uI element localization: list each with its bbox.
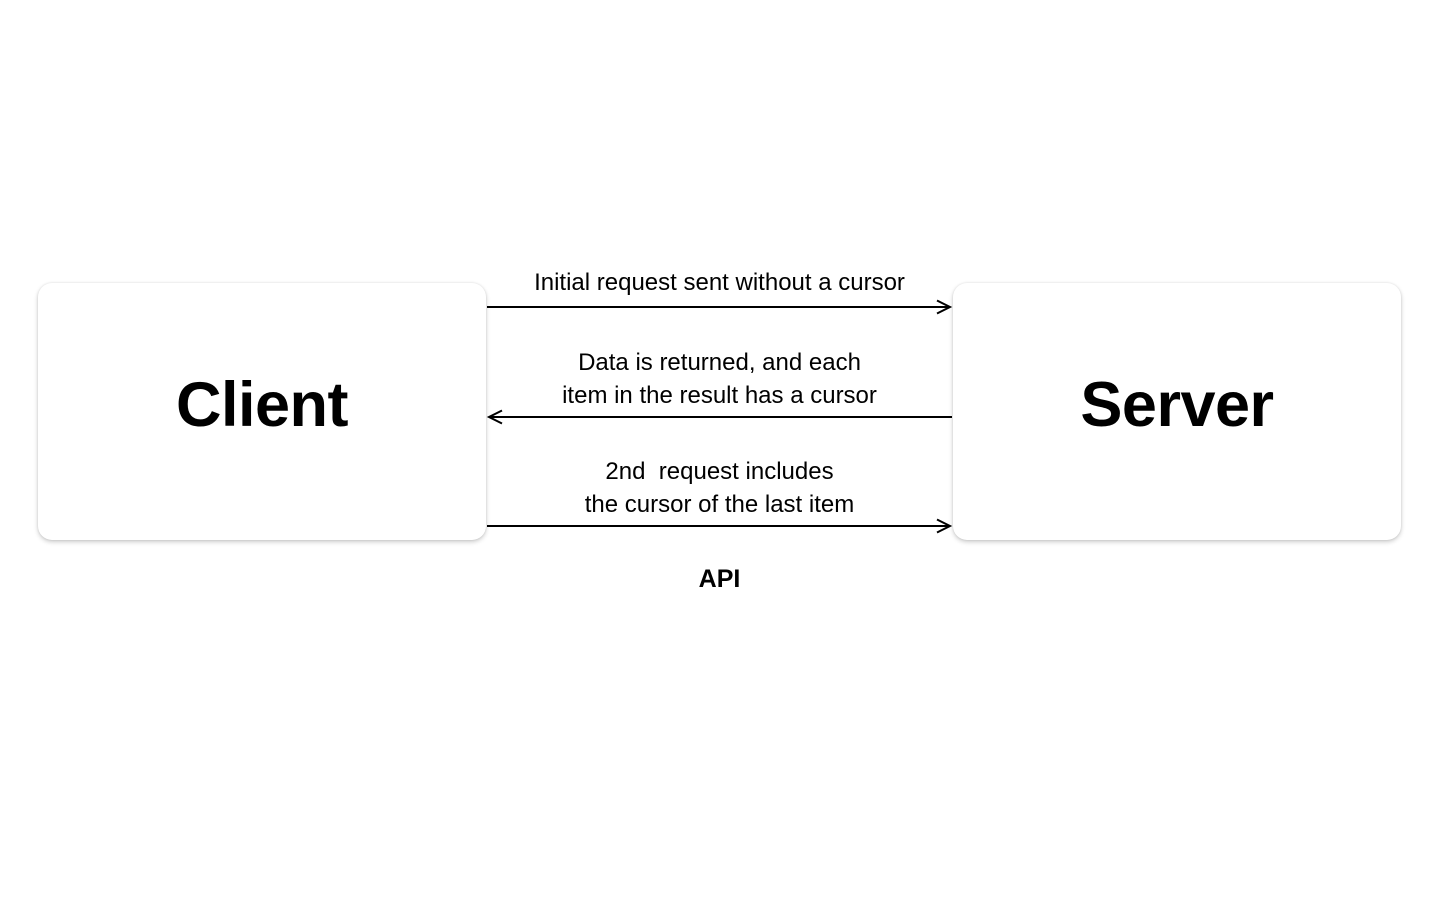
client-box: Client	[38, 283, 486, 540]
api-label: API	[698, 565, 741, 593]
message-1-label: Initial request sent without a cursor	[534, 269, 905, 296]
message-3-label: 2nd request includes the cursor of the l…	[584, 458, 855, 518]
right-arrow-icon	[486, 518, 953, 534]
server-box-label: Server	[1080, 369, 1274, 440]
left-arrow-icon	[486, 409, 953, 425]
right-arrow-icon	[486, 299, 953, 315]
client-box-label: Client	[175, 369, 349, 440]
message-2-label: Data is returned, and each item in the r…	[562, 349, 877, 409]
server-box: Server	[953, 283, 1401, 540]
message-lane: Initial request sent without a cursor Da…	[486, 0, 953, 900]
